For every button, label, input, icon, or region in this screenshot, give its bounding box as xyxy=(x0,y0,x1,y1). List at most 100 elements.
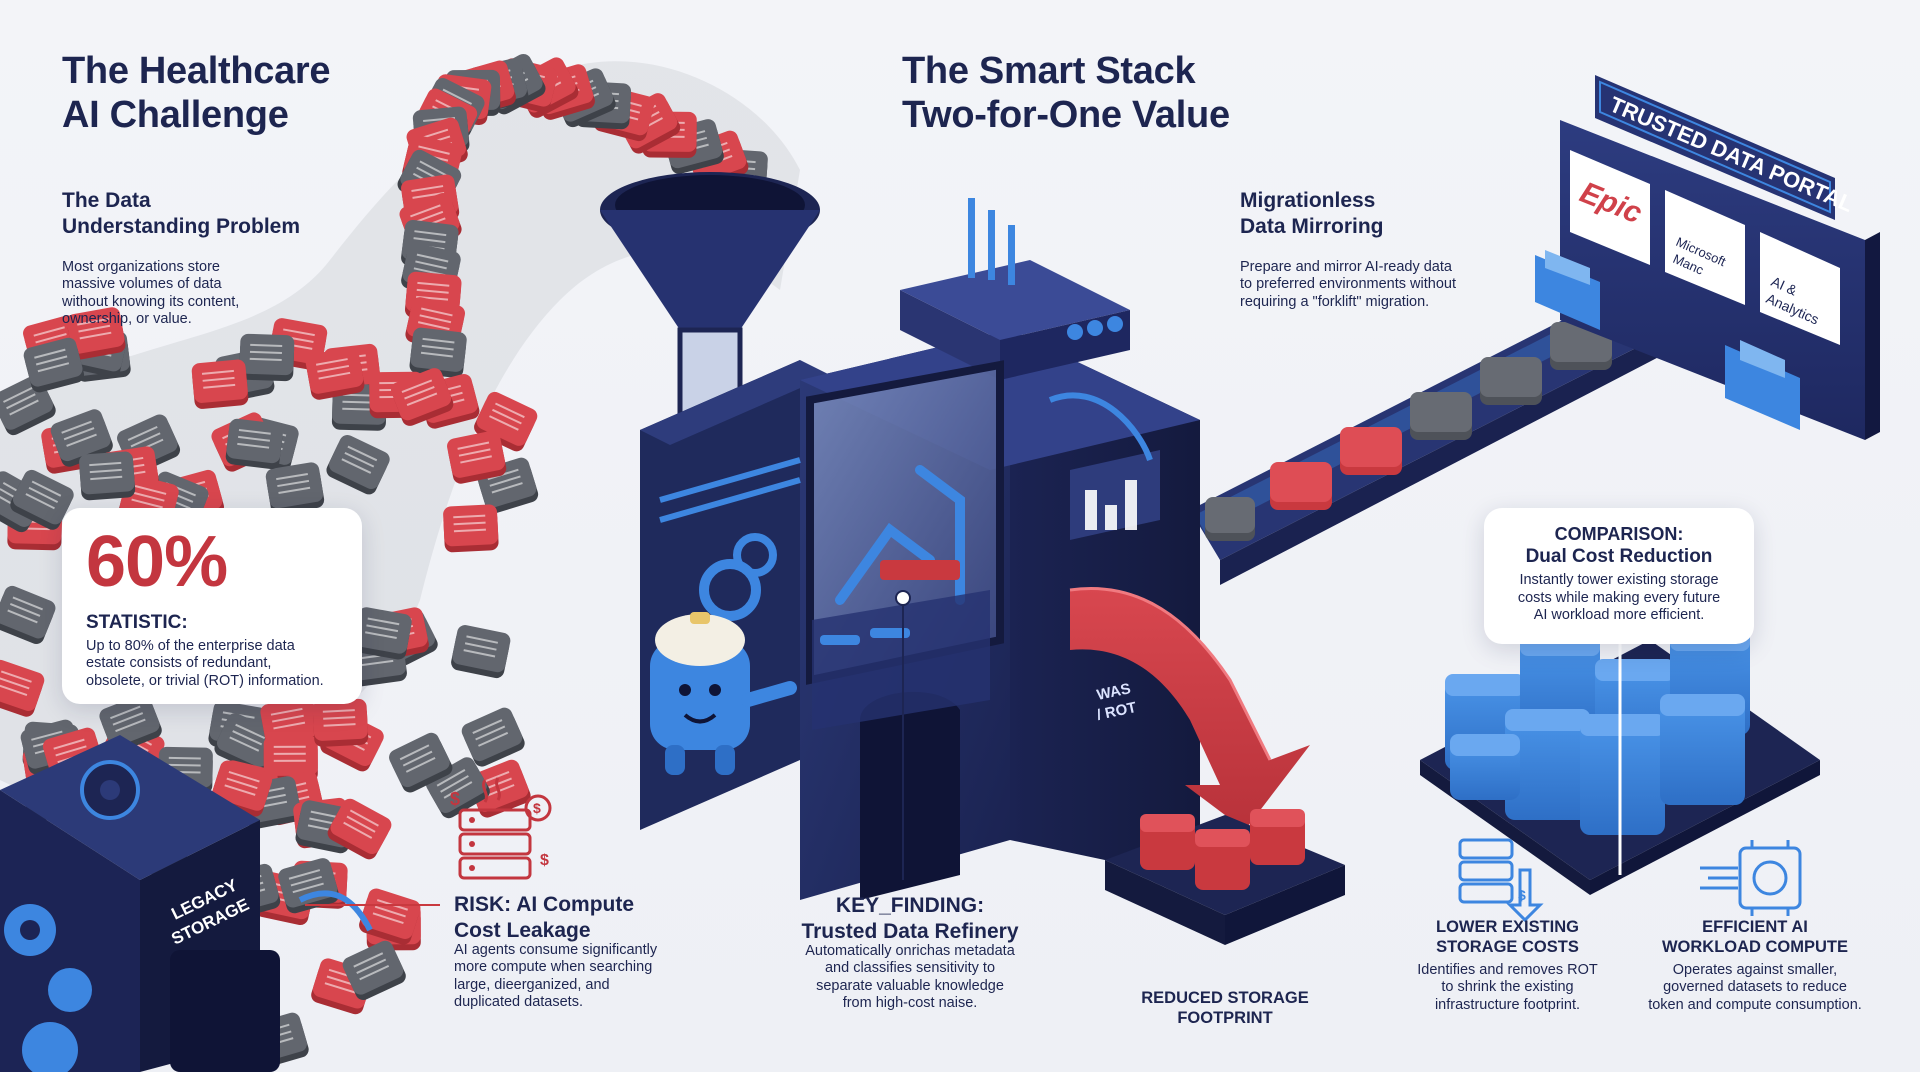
left-title-line2: AI Challenge xyxy=(62,93,289,136)
left-title: The Healthcare AI Challenge xyxy=(62,50,331,137)
key-finding-pointer xyxy=(895,590,911,880)
red-document xyxy=(0,659,45,717)
gray-document xyxy=(23,337,85,393)
svg-text:$: $ xyxy=(533,800,541,816)
red-document xyxy=(210,760,273,817)
risk-body-line1: AI agents consume significantly xyxy=(454,942,658,958)
reduced-storage-label: REDUCED STORAGE FOOTPRINT xyxy=(1110,989,1340,1029)
lower-costs-title: LOWER EXISTING STORAGE COSTS xyxy=(1395,918,1620,958)
problem-title-line1: The Data xyxy=(62,189,151,212)
red-document xyxy=(263,735,318,782)
risk-body-line2: more compute when searching xyxy=(454,959,653,976)
server-cost-icon: $ $ $ xyxy=(450,777,552,880)
gray-document xyxy=(225,418,284,470)
key-finding-body-line2: and classifies sensitivity to xyxy=(824,960,996,977)
red-document xyxy=(191,359,249,409)
mirroring-body-line2: to preferred environments without xyxy=(1240,276,1456,293)
gray-document xyxy=(50,409,113,467)
risk-body: AI agents consume significantly more com… xyxy=(454,942,657,1012)
red-document xyxy=(305,347,365,400)
mirroring-body: Prepare and mirror AI-ready data to pref… xyxy=(1240,259,1456,311)
svg-text:$: $ xyxy=(540,852,549,869)
red-document xyxy=(312,698,369,747)
key-finding-body-line4: from high-cost naise. xyxy=(842,995,978,1012)
reduced-storage-line1: REDUCED STORAGE xyxy=(1141,989,1309,1007)
storage-savings-icon: $ xyxy=(1458,838,1544,923)
red-document xyxy=(443,504,499,553)
gray-document xyxy=(214,713,278,773)
key-finding-body-line1: Automatically onrichas metadata xyxy=(805,943,1015,959)
mascot-character xyxy=(650,612,797,775)
statistic-percent: 60% xyxy=(86,522,228,602)
efficient-compute-body: Operates against smaller, governed datas… xyxy=(1620,962,1890,1014)
key-finding-body: Automatically onrichas metadata and clas… xyxy=(760,943,1060,1013)
gray-document xyxy=(342,940,406,1001)
efficient-compute-title-line1: EFFICIENT AI xyxy=(1702,918,1808,936)
reduced-storage-tray xyxy=(1105,809,1345,945)
risk-title-line1: RISK: AI Compute xyxy=(454,893,635,916)
mirroring-title: Migrationless Data Mirroring xyxy=(1240,188,1384,239)
problem-body-line4: ownership, or value. xyxy=(62,311,192,328)
statistic-body-line1: Up to 80% of the enterprise data xyxy=(86,638,295,654)
efficient-compute-body-line1: Operates against smaller, xyxy=(1672,962,1838,978)
gray-document xyxy=(239,333,295,382)
lower-costs-body-line3: infrastructure footprint. xyxy=(1434,996,1581,1013)
gray-document xyxy=(409,327,467,378)
comparison-title: Dual Cost Reduction xyxy=(1525,545,1713,567)
comparison-card: COMPARISON: Dual Cost Reduction Instantl… xyxy=(1484,508,1754,644)
lower-costs-body: Identifies and removes ROT to shrink the… xyxy=(1395,962,1620,1014)
statistic-card: 60% STATISTIC: Up to 80% of the enterpri… xyxy=(62,508,362,704)
mirroring-body-line1: Prepare and mirror AI-ready data xyxy=(1240,259,1452,275)
risk-body-line3: large, dieerganized, and xyxy=(454,976,610,993)
efficient-compute-title-line2: WORKLOAD COMPUTE xyxy=(1661,937,1849,956)
reduced-storage-line2: FOOTPRINT xyxy=(1177,1008,1273,1027)
gray-document xyxy=(326,434,390,495)
efficient-compute-body-line3: token and compute consumption. xyxy=(1648,996,1862,1013)
trusted-data-portal xyxy=(1535,75,1880,440)
problem-body: Most organizations store massive volumes… xyxy=(62,259,239,329)
problem-title: The Data Understanding Problem xyxy=(62,188,300,239)
mirroring-body-line3: requiring a "forklift" migration. xyxy=(1240,293,1430,310)
center-title-line2: Two-for-One Value xyxy=(902,93,1230,136)
mirroring-title-line1: Migrationless xyxy=(1240,189,1376,212)
risk-title: RISK: AI Compute Cost Leakage xyxy=(454,892,634,943)
problem-body-line3: without knowing its content, xyxy=(62,293,240,310)
statistic-body-line2: estate consists of redundant, xyxy=(86,655,272,672)
problem-body-line1: Most organizations store xyxy=(62,259,220,275)
svg-text:$: $ xyxy=(1518,887,1526,903)
lower-costs-title-line2: STORAGE COSTS xyxy=(1436,937,1579,956)
gray-document xyxy=(352,607,412,660)
red-document xyxy=(66,307,126,360)
center-title-line1: The Smart Stack xyxy=(902,50,1196,92)
gray-document xyxy=(389,732,453,793)
key-finding-title-line1: KEY_FINDING: xyxy=(835,894,985,917)
legacy-storage-box xyxy=(0,735,373,1072)
red-document xyxy=(327,798,392,860)
gray-document xyxy=(79,451,136,501)
comparison-body-line1: Instantly tower existing storage xyxy=(1519,572,1719,589)
mirroring-title-line2: Data Mirroring xyxy=(1240,214,1384,238)
statistic-label: STATISTIC: xyxy=(86,612,188,633)
gray-document xyxy=(451,625,511,679)
center-title: The Smart Stack Two-for-One Value xyxy=(902,50,1230,137)
gray-document xyxy=(0,585,56,644)
gray-document xyxy=(461,707,525,767)
rot-waste-chute xyxy=(1069,587,1310,830)
gray-document xyxy=(10,469,74,530)
comparison-label: COMPARISON: xyxy=(1554,524,1684,544)
risk-title-line2: Cost Leakage xyxy=(454,918,591,942)
chute-label-line1: WAS xyxy=(1095,680,1132,704)
svg-text:$: $ xyxy=(450,789,460,809)
red-document xyxy=(391,368,454,426)
left-title-line1: The Healthcare xyxy=(62,50,331,92)
gray-document xyxy=(265,462,325,515)
efficient-compute-title: EFFICIENT AI WORKLOAD COMPUTE xyxy=(1620,918,1890,958)
key-finding-title: KEY_FINDING: Trusted Data Refinery xyxy=(760,893,1060,944)
lower-costs-title-line1: LOWER EXISTING xyxy=(1435,918,1579,936)
statistic-body-line3: obsolete, or trivial (ROT) information. xyxy=(86,672,324,689)
key-finding-title-line2: Trusted Data Refinery xyxy=(801,919,1019,943)
comparison-body-line3: AI workload more efficient. xyxy=(1533,607,1705,624)
efficient-compute-body-line2: governed datasets to reduce xyxy=(1663,979,1847,996)
lower-costs-body-line2: to shrink the existing xyxy=(1441,979,1574,996)
